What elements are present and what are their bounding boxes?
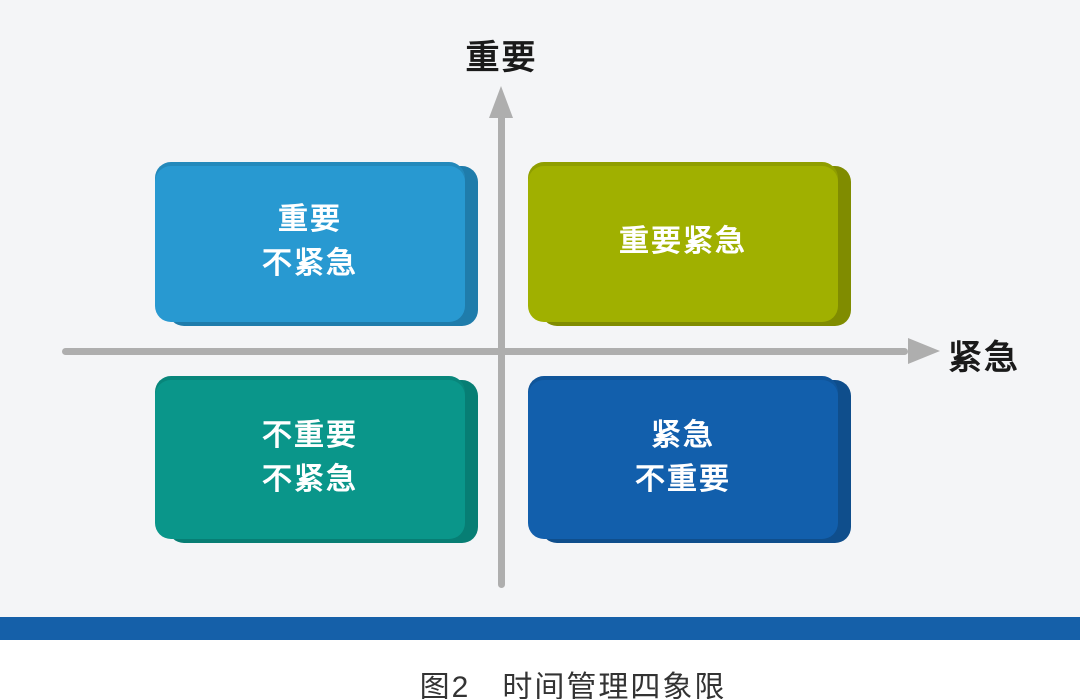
quadrant-label-line: 不重要 (635, 462, 731, 496)
quadrant-important-not-urgent: 重要 不紧急 (155, 162, 478, 326)
figure-caption: 图2 时间管理四象限 (419, 671, 727, 699)
y-axis-label: 重要 (465, 39, 538, 77)
quadrant-not-important-not-urgent: 不重要 不紧急 (155, 376, 478, 543)
quadrant-label-line: 紧急 (651, 418, 715, 452)
quadrant-label-line: 不紧急 (262, 247, 358, 280)
x-axis-label: 紧急 (948, 339, 1020, 377)
quadrant-label-line: 重要 (278, 203, 342, 236)
footer-background (0, 640, 1080, 699)
quadrant-urgent-not-important: 紧急 不重要 (528, 376, 851, 543)
quadrant-label-line: 不重要 (262, 418, 358, 452)
quadrant-important-urgent: 重要紧急 (528, 162, 851, 326)
quadrant-face: 重要 不紧急 (155, 162, 465, 322)
quadrant-label-line: 重要紧急 (619, 225, 747, 258)
x-axis-line (62, 348, 908, 355)
right-arrow-icon (908, 338, 940, 364)
quadrant-face: 紧急 不重要 (528, 376, 838, 539)
quadrant-face: 重要紧急 (528, 162, 838, 322)
quadrant-label-line: 不紧急 (262, 462, 358, 496)
bottom-divider-bar (0, 617, 1080, 640)
quadrant-face: 不重要 不紧急 (155, 376, 465, 539)
up-arrow-icon (489, 86, 513, 118)
